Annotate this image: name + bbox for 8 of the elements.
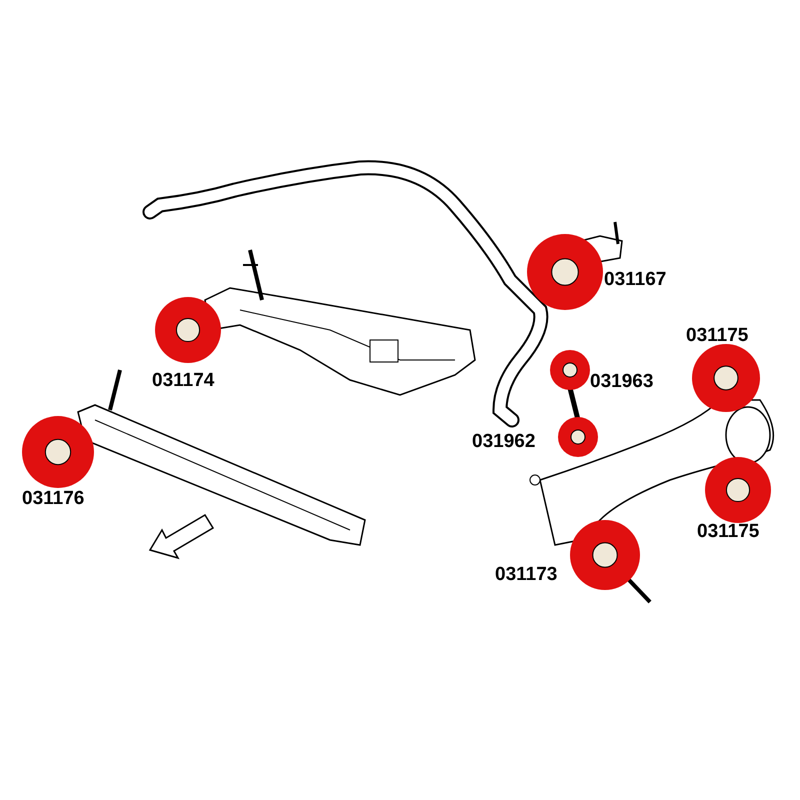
part-number: 031175 [686,326,748,345]
part-number: 031963 [590,372,654,391]
part-number: 031173 [495,565,558,584]
part-number: 031167 [604,270,666,289]
part-number: 031174 [152,371,214,390]
part-number: 031175 [697,522,760,541]
part-number: 031176 [22,489,84,508]
part-number: 031962 [472,432,536,451]
